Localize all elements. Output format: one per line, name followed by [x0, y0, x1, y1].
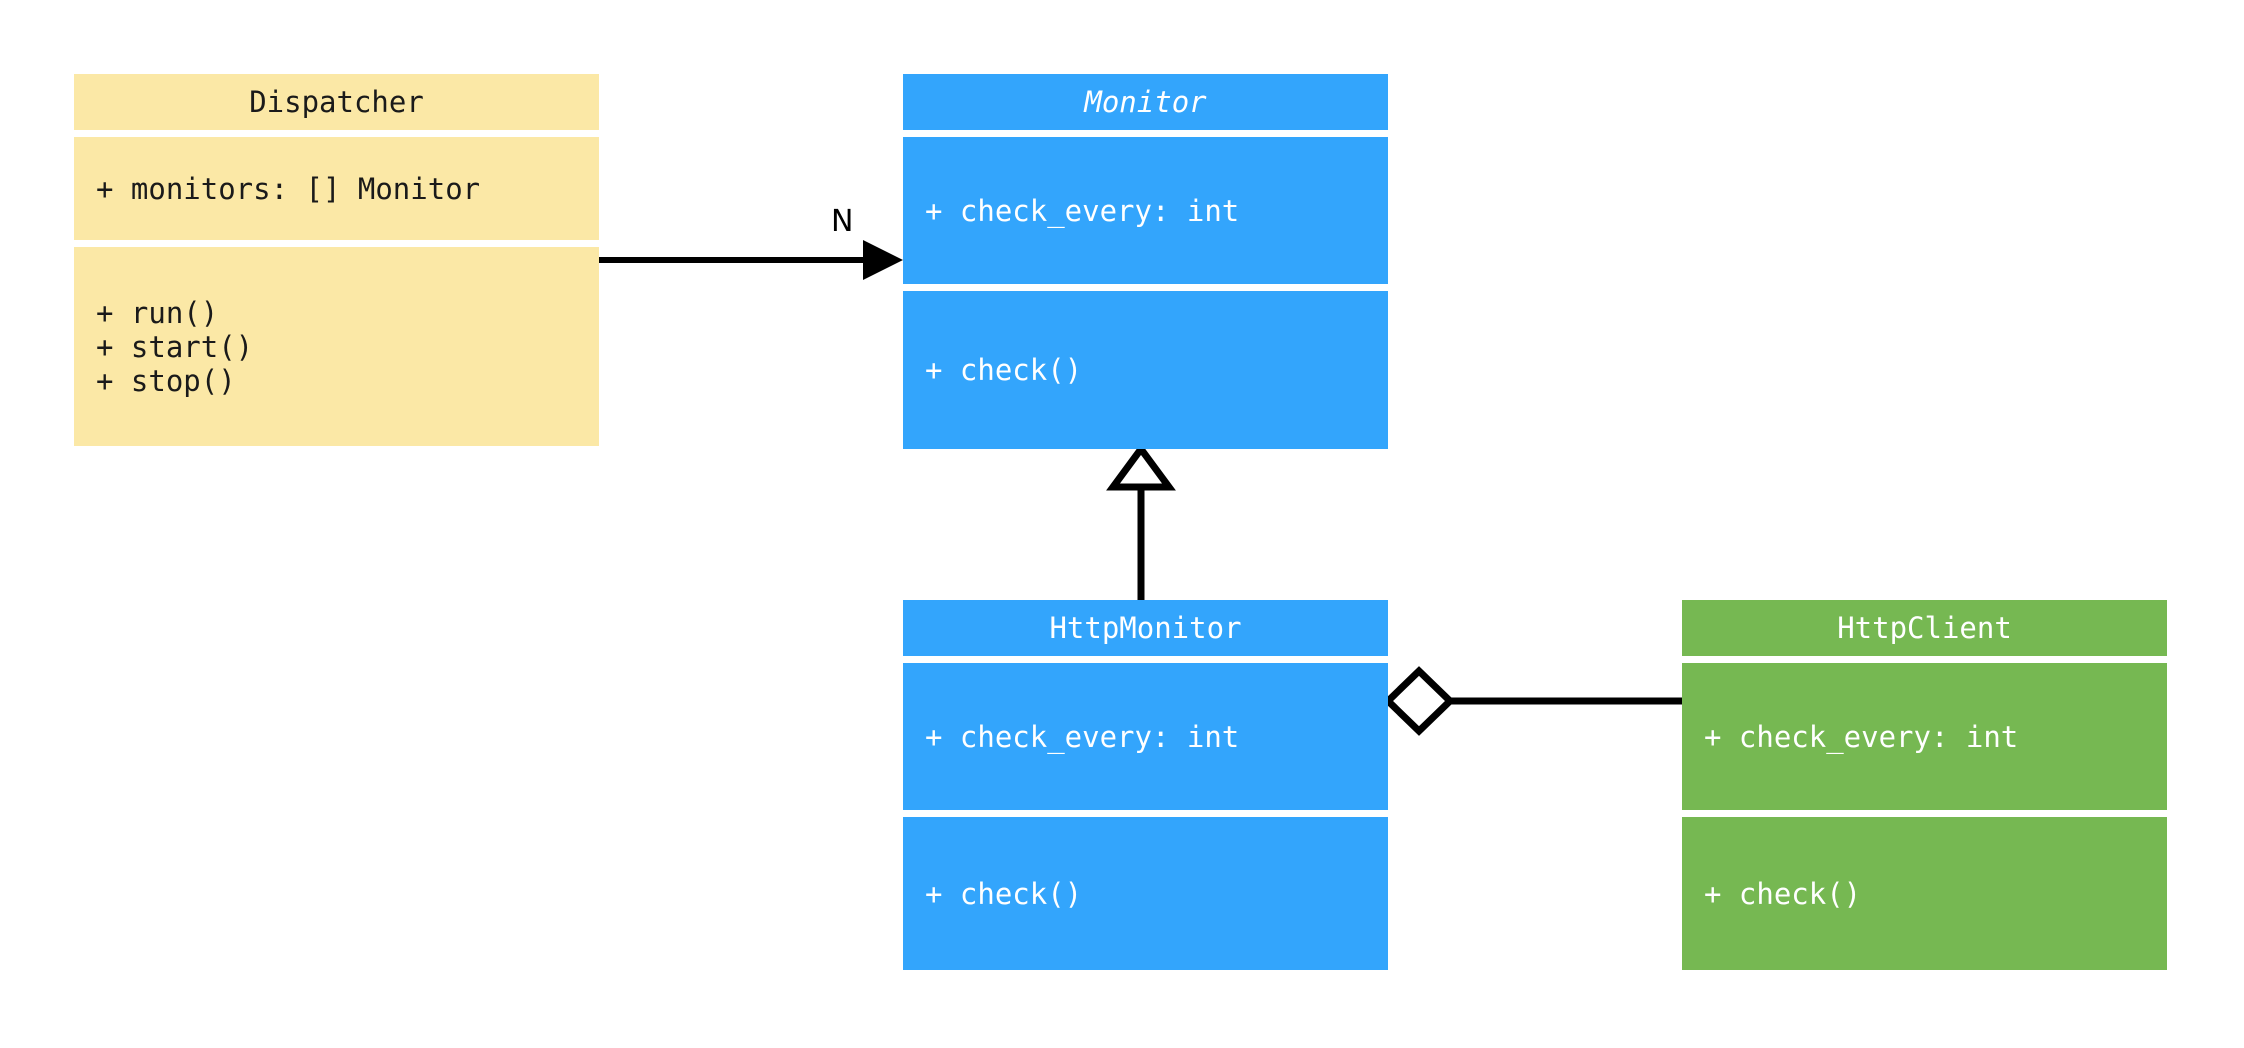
compartment-separator: [903, 130, 1388, 137]
class-attributes-compartment: + check_every: int: [903, 663, 1388, 810]
compartment-separator: [903, 810, 1388, 817]
class-title-compartment: HttpMonitor: [903, 600, 1388, 656]
attribute-row: + check_every: int: [1704, 719, 2019, 754]
method-row: + start(): [96, 329, 254, 364]
class-title-compartment: Monitor: [903, 74, 1388, 130]
method-row: + check(): [925, 876, 1083, 911]
association-multiplicity-label: N: [831, 204, 854, 239]
class-box-dispatcher[interactable]: Dispatcher + monitors: [] Monitor + run(…: [74, 74, 599, 446]
method-row: + check(): [1704, 876, 1862, 911]
attribute-row: + check_every: int: [925, 719, 1240, 754]
class-attributes-compartment: + check_every: int: [903, 137, 1388, 284]
class-methods-compartment: + run() + start() + stop(): [74, 247, 599, 446]
attribute-row: + monitors: [] Monitor: [96, 171, 481, 206]
class-methods-compartment: + check(): [903, 817, 1388, 970]
method-row: + check(): [925, 353, 1083, 387]
class-methods-compartment: + check(): [1682, 817, 2167, 970]
class-methods-compartment: + check(): [903, 291, 1388, 449]
edge-httpmonitor-to-httpclient: [1382, 666, 1682, 736]
class-title-compartment: Dispatcher: [74, 74, 599, 130]
compartment-separator: [903, 656, 1388, 663]
class-box-http-monitor[interactable]: HttpMonitor + check_every: int + check(): [903, 600, 1388, 970]
class-box-monitor[interactable]: Monitor + check_every: int + check(): [903, 74, 1388, 449]
class-title-compartment: HttpClient: [1682, 600, 2167, 656]
method-row: + stop(): [96, 363, 236, 398]
class-box-http-client[interactable]: HttpClient + check_every: int + check(): [1682, 600, 2167, 970]
compartment-separator: [903, 284, 1388, 291]
class-name-monitor: Monitor: [1084, 85, 1207, 119]
compartment-separator: [1682, 656, 2167, 663]
class-attributes-compartment: + monitors: [] Monitor: [74, 137, 599, 240]
method-row: + run(): [96, 295, 219, 330]
compartment-separator: [1682, 810, 2167, 817]
class-name-dispatcher: Dispatcher: [249, 85, 424, 119]
compartment-separator: [74, 130, 599, 137]
attribute-row: + check_every: int: [925, 193, 1240, 228]
class-attributes-compartment: + check_every: int: [1682, 663, 2167, 810]
class-name-http-client: HttpClient: [1837, 611, 2012, 645]
class-name-http-monitor: HttpMonitor: [1049, 611, 1242, 645]
compartment-separator: [74, 240, 599, 247]
edge-dispatcher-to-monitor: [599, 240, 903, 280]
edge-httpmonitor-to-monitor: [1106, 443, 1176, 600]
